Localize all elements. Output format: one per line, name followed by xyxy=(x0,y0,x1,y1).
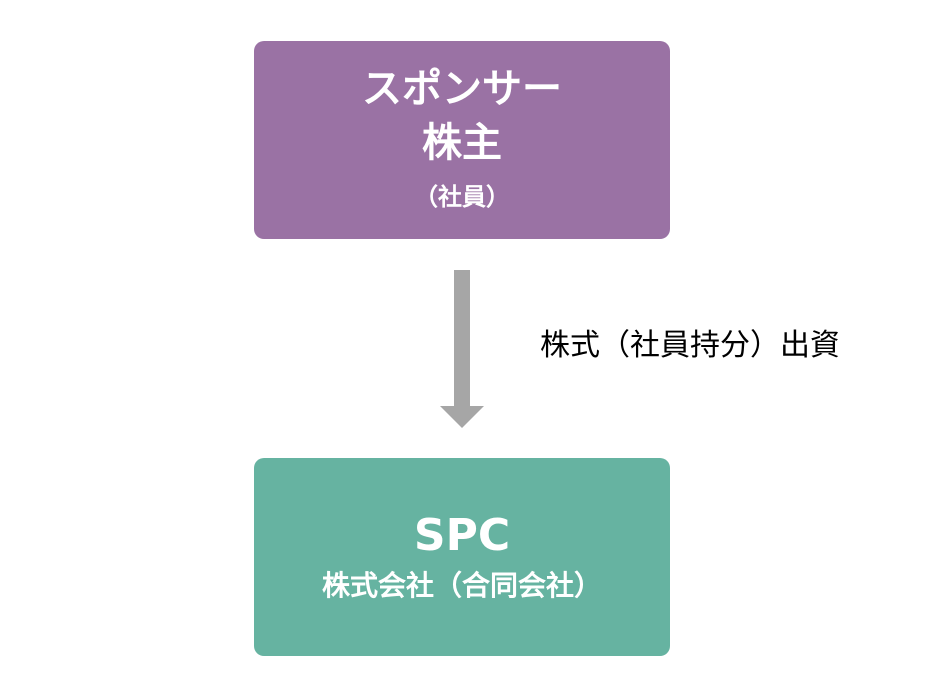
sponsor-note: （社員） xyxy=(414,183,510,211)
spc-node: SPC 株式会社（合同会社） xyxy=(254,458,670,656)
arrow-shaft xyxy=(454,270,470,406)
sponsor-subtitle: 株主 xyxy=(422,120,502,166)
down-arrow-icon xyxy=(440,270,484,428)
spc-subtitle: 株式会社（合同会社） xyxy=(321,569,602,602)
arrow-head xyxy=(440,406,484,428)
sponsor-node: スポンサー 株主 （社員） xyxy=(254,41,670,239)
spc-title: SPC xyxy=(413,510,511,561)
edge-label: 株式（社員持分）出資 xyxy=(540,328,840,363)
sponsor-title: スポンサー xyxy=(362,66,562,112)
